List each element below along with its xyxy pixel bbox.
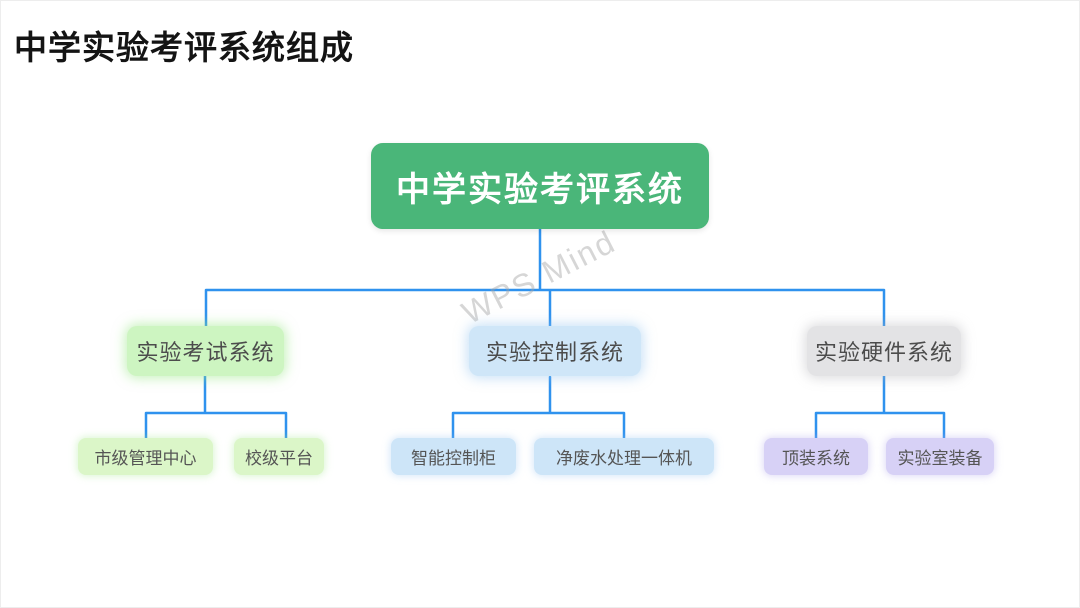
branch-node-exam-system: 实验考试系统 [127, 326, 284, 376]
branch-node-control-system: 实验控制系统 [469, 326, 641, 376]
leaf-node-school-platform: 校级平台 [234, 438, 324, 475]
connector-exam-to-leaves [144, 374, 288, 441]
page-title: 中学实验考评系统组成 [14, 31, 354, 67]
leaf-node-water-treatment-machine: 净废水处理一体机 [534, 438, 714, 475]
leaf-node-city-management-center: 市级管理中心 [78, 438, 213, 475]
connector-control-to-leaves [451, 375, 626, 441]
connector-hardware-to-leaves [814, 374, 946, 441]
root-node: 中学实验考评系统 [371, 143, 709, 229]
leaf-node-smart-control-cabinet: 智能控制柜 [391, 438, 516, 475]
connector-root-to-branches [204, 227, 886, 330]
leaf-node-laboratory-equipment: 实验室装备 [886, 438, 994, 475]
leaf-node-ceiling-mounted-system: 顶装系统 [764, 438, 868, 475]
branch-node-hardware-system: 实验硬件系统 [807, 326, 961, 376]
